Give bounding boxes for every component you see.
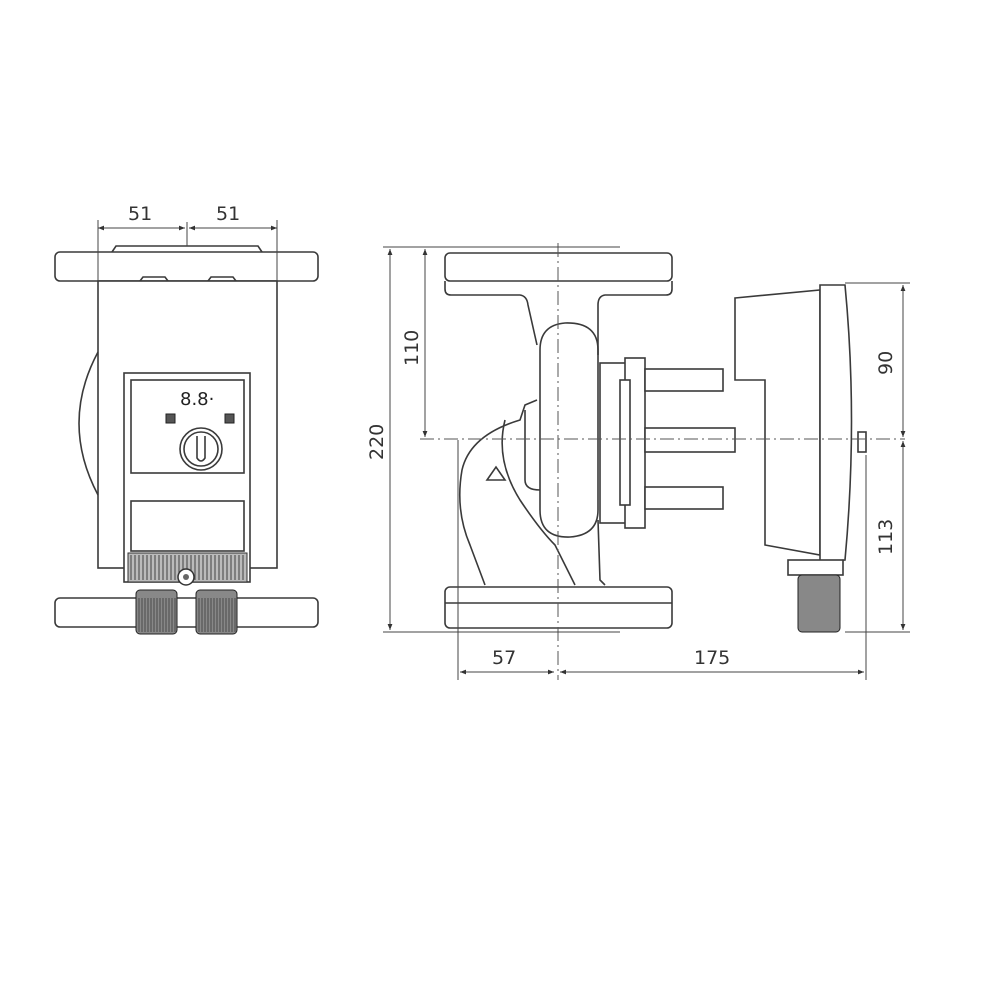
side-view: 220 110 90 113 57 175 (366, 243, 910, 680)
flow-direction-icon (485, 465, 507, 481)
terminal-cover (130, 500, 245, 552)
dim-label-220: 220 (366, 424, 388, 460)
pump-housing-outline (458, 399, 538, 586)
led-right-icon (224, 413, 235, 424)
motor-head (819, 284, 853, 563)
head-nub (857, 431, 867, 453)
control-knob[interactable] (179, 427, 223, 471)
dim-label-right: 51 (216, 203, 240, 225)
dim-label-175: 175 (694, 647, 730, 669)
display-panel (130, 379, 245, 474)
dim-label-113: 113 (875, 519, 897, 555)
bottom-flange (54, 597, 319, 628)
dim-label-90: 90 (875, 351, 897, 375)
dim-label-57: 57 (492, 647, 516, 669)
display-readout: 8.8· (180, 389, 214, 410)
top-flange (54, 251, 319, 282)
bolt-upper (644, 368, 724, 392)
dim-label-left: 51 (128, 203, 152, 225)
front-view: 8.8· 51 51 (54, 203, 838, 635)
motor-housing (734, 289, 821, 556)
motor-bulge (78, 351, 99, 496)
flange-tabs (139, 276, 237, 282)
led-left-icon (165, 413, 176, 424)
bolt-lower (644, 486, 724, 510)
volute-casing (539, 322, 599, 538)
ribs (130, 555, 244, 580)
top-flange-rim (111, 245, 263, 253)
motor-shaft (644, 427, 736, 453)
side-cable-gland (797, 574, 841, 633)
dim-label-110: 110 (401, 330, 423, 366)
